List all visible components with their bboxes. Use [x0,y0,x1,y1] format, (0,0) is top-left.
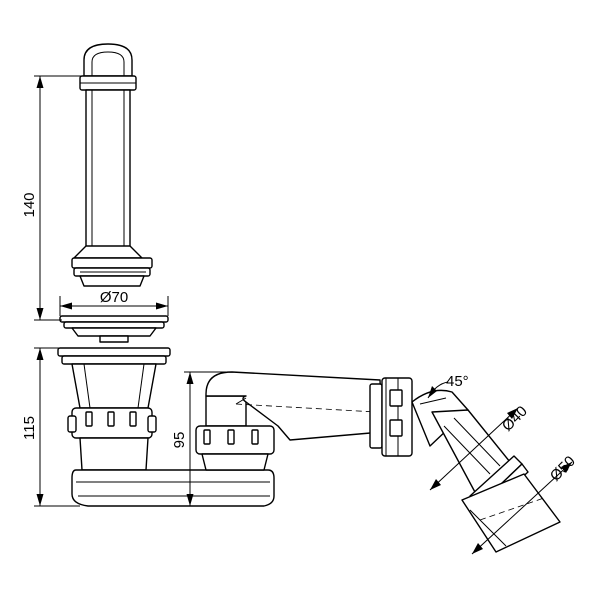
angled-outlet [411,389,561,553]
dimension-outlet-angle: 45° [427,373,469,399]
drain-grate [59,315,169,343]
dimension-label-d50: Ø50 [547,453,579,485]
siphon-trap-base [71,469,275,507]
dimension-label-140: 140 [21,192,38,217]
overflow-tube [71,43,153,287]
outlet-pipe [205,371,413,457]
outlet-assembly [195,395,275,471]
dimension-grate-diameter: Ø70 [59,289,169,316]
siphon-body [57,347,275,507]
overflow-cap [83,43,133,77]
dimension-overflow-height: 140 [21,75,84,321]
outlet-elbow [205,371,383,441]
dimension-label-d70: Ø70 [100,289,128,306]
dimension-outlet-height: 95 [171,371,226,506]
dimension-label-45deg: 45° [446,373,469,390]
dimension-siphon-height: 115 [21,347,80,507]
pipe-d50 [461,473,561,553]
overflow-pipe [85,89,131,251]
dimension-label-d40: Ø40 [499,403,531,435]
dimension-label-95: 95 [171,432,188,449]
dimension-label-115: 115 [21,416,38,440]
